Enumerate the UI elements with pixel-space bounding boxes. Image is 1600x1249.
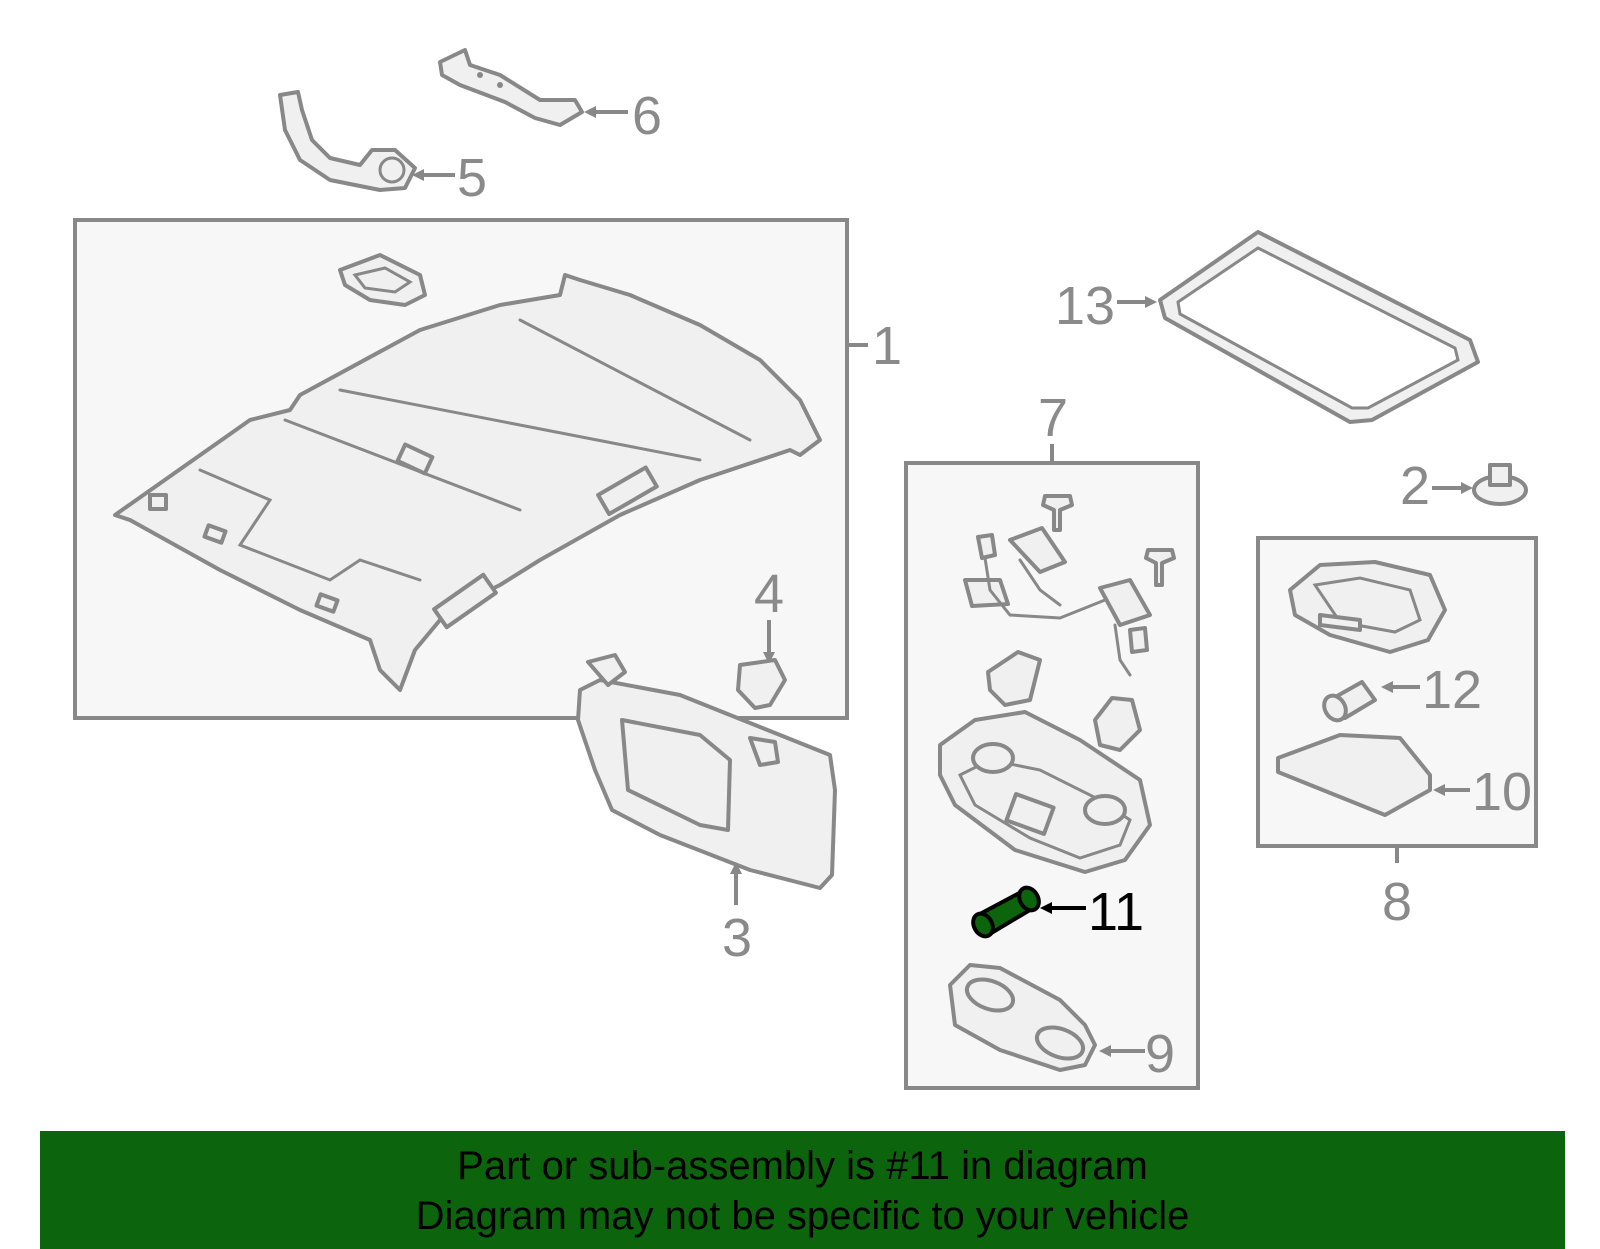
callout-8: 8: [1382, 872, 1412, 932]
callout-5: 5: [457, 148, 487, 208]
banner-line-1: Part or sub-assembly is #11 in diagram: [457, 1144, 1148, 1188]
callout-7: 7: [1038, 388, 1068, 448]
dome-lamp-housing-part[interactable]: [1288, 560, 1447, 654]
banner-line-2: Diagram may not be specific to your vehi…: [415, 1194, 1190, 1238]
bulb-part-12[interactable]: [1320, 680, 1377, 724]
console-fasteners-part[interactable]: [1041, 494, 1176, 587]
map-lamp-part[interactable]: [948, 963, 1097, 1072]
bracket-part[interactable]: [438, 48, 584, 127]
lens-part-10[interactable]: [1276, 733, 1432, 817]
console-lens-part[interactable]: [986, 650, 1042, 707]
callout-2: 2: [1400, 456, 1430, 516]
callout-10: 10: [1472, 762, 1532, 822]
callout-13: 13: [1055, 276, 1115, 336]
sun-visor-part[interactable]: [576, 653, 837, 890]
map-light-bezel-part[interactable]: [338, 253, 427, 307]
callout-12: 12: [1422, 660, 1482, 720]
callout-11: 11: [1088, 882, 1144, 942]
info-banner: Part or sub-assembly is #11 in diagram D…: [40, 1131, 1565, 1249]
visor-clip-part[interactable]: [736, 658, 787, 710]
callout-4: 4: [754, 564, 784, 624]
headliner-part[interactable]: [113, 273, 822, 692]
console-button-part[interactable]: [1093, 696, 1142, 752]
callout-9: 9: [1145, 1024, 1175, 1084]
bulb-part-11-highlighted[interactable]: [969, 884, 1043, 940]
overhead-console-housing-part[interactable]: [938, 710, 1152, 874]
console-wiring-part[interactable]: [963, 526, 1152, 677]
callout-6: 6: [632, 86, 662, 146]
callout-1: 1: [872, 316, 902, 376]
grab-handle-part[interactable]: [278, 90, 417, 192]
clip-part[interactable]: [1472, 463, 1528, 506]
callout-3: 3: [722, 908, 752, 968]
sunroof-seal-part[interactable]: [1158, 230, 1480, 424]
